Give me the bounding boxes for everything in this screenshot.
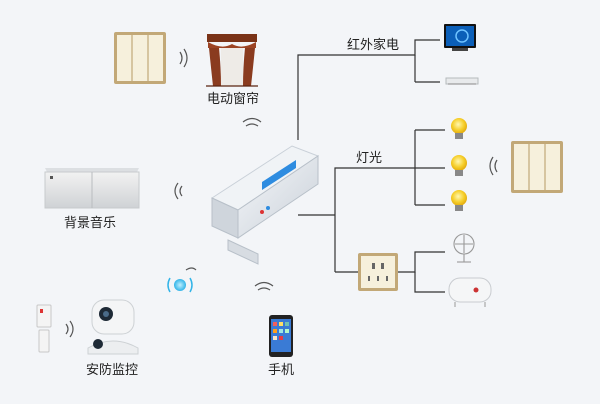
- label-phone: 手机: [268, 363, 294, 378]
- door-sensor-icon: [36, 304, 52, 353]
- controller-module-icon: [210, 145, 320, 265]
- label-curtain: 电动窗帘: [207, 91, 259, 107]
- light-bulb-icon: [451, 118, 467, 139]
- wifi-signal-icon: [489, 156, 498, 176]
- wifi-signal-icon: [242, 117, 262, 127]
- line-lighting-trunk: [334, 167, 415, 272]
- connection-lines: [297, 39, 445, 293]
- light-bulb-icon: [451, 190, 467, 211]
- wall-switch-panel-icon: [114, 32, 166, 84]
- smartphone-icon: [269, 315, 293, 357]
- curtain-icon: [206, 34, 258, 87]
- wall-switch-panel-icon: [511, 141, 563, 193]
- line-ir-appliances: [297, 39, 440, 140]
- tv-icon: [444, 24, 476, 51]
- wifi-signal-icon: [65, 320, 74, 338]
- label-security: 安防监控: [86, 362, 138, 378]
- ac-unit-icon: [445, 77, 479, 85]
- socket-panel-icon: [358, 253, 398, 291]
- water-heater-icon: [448, 277, 492, 307]
- wifi-signal-icon: [254, 281, 274, 291]
- line-socket-branch: [398, 251, 445, 273]
- wifi-signal-icon: [174, 182, 183, 200]
- fan-icon: [453, 233, 475, 263]
- light-bulb-icon: [451, 155, 467, 176]
- label-lighting: 灯光: [356, 151, 382, 166]
- wifi-signal-icon: [179, 48, 188, 68]
- line-heater: [414, 272, 445, 293]
- speaker-icon: [44, 168, 140, 209]
- router-icon: [167, 267, 197, 293]
- label-audio: 背景音乐: [64, 215, 116, 231]
- label-ir-appliances: 红外家电: [347, 37, 399, 53]
- security-camera-icon: [87, 299, 139, 355]
